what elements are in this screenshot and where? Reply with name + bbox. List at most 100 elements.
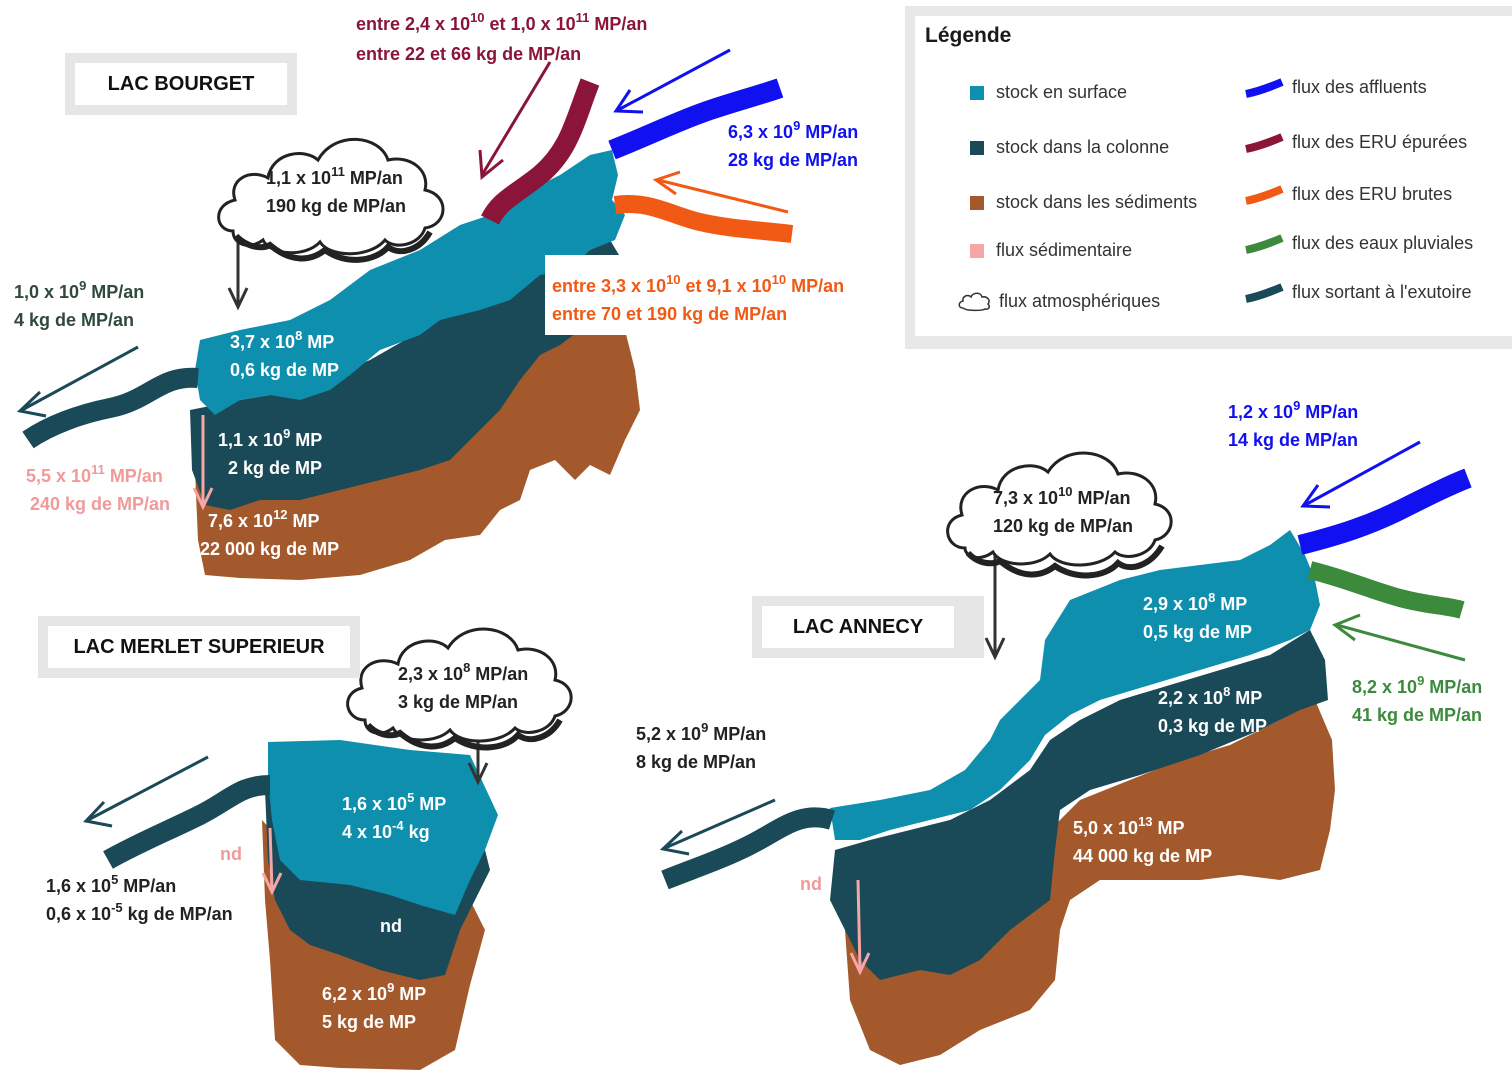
bourget-affluents-label: 6,3 x 109 MP/an: [728, 118, 858, 142]
annecy-atmo-kg: 120 kg de MP/an: [993, 516, 1133, 536]
bourget-surface-label: 3,7 x 108 MP: [230, 328, 334, 352]
annecy-atmo-label: 7,3 x 1010 MP/an: [993, 484, 1131, 508]
annecy-colonne-label: 2,2 x 108 MP: [1158, 684, 1262, 708]
bourget-eru-epurees-flux: [481, 78, 600, 225]
merlet-exutoire-flux: [103, 775, 271, 869]
annecy-affluents-flux: [1297, 468, 1472, 555]
annecy-exutoire-kg: 8 kg de MP/an: [636, 752, 756, 772]
bourget-atmo-kg: 190 kg de MP/an: [266, 196, 406, 216]
merlet-sediments-kg: 5 kg de MP: [322, 1012, 416, 1032]
legend-label: flux sédimentaire: [996, 240, 1133, 260]
lac-bourget: [16, 48, 794, 580]
lac-merlet: [83, 627, 573, 1070]
annecy-title: LAC ANNECY: [762, 606, 954, 648]
merlet-surface-stock: [268, 740, 498, 915]
legend-label: flux des eaux pluviales: [1292, 233, 1474, 253]
square-icon: [970, 195, 984, 210]
merlet-atmo-kg: 3 kg de MP/an: [398, 692, 518, 712]
annecy-pluviales-kg: 41 kg de MP/an: [1352, 705, 1482, 725]
merlet-sediment-flux-arrow: [268, 827, 274, 891]
bourget-surface-stock: [195, 150, 625, 415]
square-icon: [970, 85, 984, 100]
bourget-exutoire-arrow: [21, 345, 139, 412]
cloud-icon: [958, 292, 990, 312]
merlet-surface-label: 1,6 x 105 MP: [342, 790, 446, 814]
bourget-eru-brutes-kg: entre 70 et 190 kg de MP/an: [552, 304, 787, 324]
bourget-colonne-kg: 2 kg de MP: [228, 458, 322, 478]
merlet-sediments-label: 6,2 x 109 MP: [322, 980, 426, 1004]
bourget-surface-kg: 0,6 kg de MP: [230, 360, 339, 380]
bourget-eru-epurees-label: entre 2,4 x 1010 et 1,0 x 1011 MP/an: [356, 10, 647, 34]
annecy-colonne-stock: [830, 630, 1328, 980]
bourget-sediments-label: 7,6 x 1012 MP: [208, 507, 320, 531]
bourget-exutoire-flux: [22, 367, 199, 449]
flux-eaux-pluviales-icon: [1245, 233, 1284, 254]
annecy-sediments-kg: 44 000 kg de MP: [1073, 846, 1212, 866]
legend-label: stock dans les sédiments: [996, 192, 1198, 212]
merlet-atmo-label: 2,3 x 108 MP/an: [398, 660, 528, 684]
merlet-colonne-nd: nd: [380, 916, 402, 936]
legend-item-flux-exutoire: flux sortant à l'exutoire: [1244, 282, 1472, 303]
legend-item-flux-atmospheriques: flux atmosphériques: [957, 290, 1160, 312]
annecy-surface-label: 2,9 x 108 MP: [1143, 590, 1247, 614]
bourget-title-box: LAC BOURGET: [65, 53, 297, 115]
annecy-title-box: LAC ANNECY: [752, 596, 984, 658]
annecy-pluviales-flux: [1307, 561, 1465, 619]
merlet-exutoire-label: 1,6 x 105 MP/an: [46, 872, 176, 896]
annecy-affluents-kg: 14 kg de MP/an: [1228, 430, 1358, 450]
legend-label: flux des ERU épurées: [1292, 132, 1468, 152]
merlet-cloud-icon: [346, 627, 573, 751]
annecy-sediment-flux-arrow: [856, 879, 862, 971]
bourget-colonne-stock: [190, 240, 628, 510]
legend: [915, 16, 1512, 336]
merlet-title: LAC MERLET SUPERIEUR: [48, 626, 350, 668]
bourget-exutoire-kg: 4 kg de MP/an: [14, 310, 134, 330]
annecy-colonne-kg: 0,3 kg de MP: [1158, 716, 1267, 736]
square-icon: [970, 140, 984, 155]
bourget-title: LAC BOURGET: [75, 63, 287, 105]
legend-label: flux sortant à l'exutoire: [1292, 282, 1472, 302]
annecy-exutoire-flux: [661, 807, 835, 890]
annecy-cloud-icon: [946, 451, 1173, 579]
legend-item-flux-eaux-pluviales: flux des eaux pluviales: [1244, 233, 1473, 254]
bourget-eru-brutes-flux: [613, 195, 794, 243]
annecy-sediments-stock: [845, 700, 1335, 1065]
bourget-affluents-kg: 28 kg de MP/an: [728, 150, 858, 170]
legend-label: flux atmosphériques: [999, 290, 1161, 311]
bourget-sediment-flux-label: 5,5 x 1011 MP/an: [26, 462, 163, 486]
legend-item-stock-surface: stock en surface: [970, 82, 1127, 103]
bourget-eru-brutes-label: entre 3,3 x 1010 et 9,1 x 1010 MP/an: [552, 272, 844, 296]
merlet-title-box: LAC MERLET SUPERIEUR: [38, 616, 360, 678]
legend-item-flux-affluents: flux des affluents: [1244, 77, 1427, 98]
flux-exutoire-icon: [1245, 282, 1284, 303]
bourget-sediment-flux-kg: 240 kg de MP/an: [30, 494, 170, 514]
lac-annecy: [659, 440, 1472, 1065]
legend-label: stock dans la colonne: [996, 137, 1170, 157]
annecy-exutoire-label: 5,2 x 109 MP/an: [636, 720, 766, 744]
legend-item-stock-colonne: stock dans la colonne: [970, 137, 1169, 158]
merlet-exutoire-kg: 0,6 x 10-5 kg de MP/an: [46, 900, 233, 924]
bourget-exutoire-label: 1,0 x 109 MP/an: [14, 278, 144, 302]
annecy-pluviales-label: 8,2 x 109 MP/an: [1352, 673, 1482, 697]
legend-title: Légende: [925, 24, 1012, 47]
square-icon: [970, 243, 984, 258]
annecy-sediment-flux-nd: nd: [800, 874, 822, 894]
bourget-affluents-flux: [608, 78, 784, 160]
bourget-sediments-kg: 22 000 kg de MP: [200, 539, 339, 559]
legend-label: flux des affluents: [1292, 77, 1427, 97]
bourget-eru-epurees-kg: entre 22 et 66 kg de MP/an: [356, 44, 581, 64]
legend-label: flux des ERU brutes: [1292, 184, 1453, 204]
annecy-sediments-label: 5,0 x 1013 MP: [1073, 814, 1185, 838]
legend-item-stock-sediments: stock dans les sédiments: [970, 192, 1197, 213]
legend-item-flux-eru-epurees: flux des ERU épurées: [1244, 132, 1467, 153]
bourget-atmo-label: 1,1 x 1011 MP/an: [266, 164, 403, 188]
legend-label: stock en surface: [996, 82, 1128, 102]
bourget-colonne-label: 1,1 x 109 MP: [218, 426, 322, 450]
flux-affluents-icon: [1245, 77, 1284, 98]
flux-eru-epurees-icon: [1245, 132, 1284, 153]
flux-eru-brutes-icon: [1245, 184, 1284, 205]
annecy-affluents-label: 1,2 x 109 MP/an: [1228, 398, 1358, 422]
legend-item-flux-eru-brutes: flux des ERU brutes: [1244, 184, 1452, 205]
annecy-surface-kg: 0,5 kg de MP: [1143, 622, 1252, 642]
